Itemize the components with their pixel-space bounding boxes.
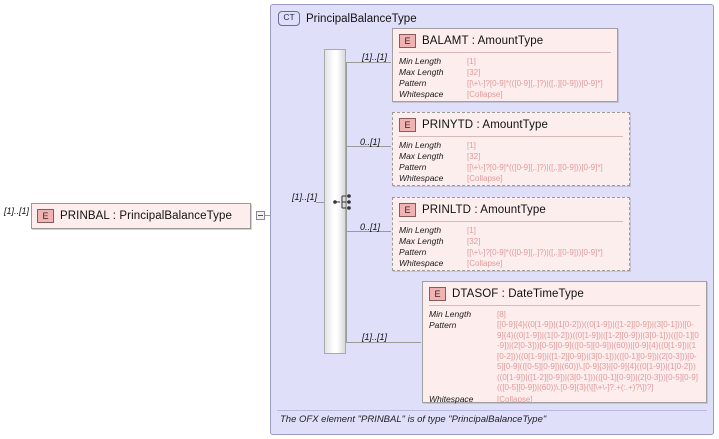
element-icon: E (429, 287, 446, 301)
facet-value-min-length: [8] (497, 310, 506, 319)
element-header-prinltd: E PRINLTD : AmountType (393, 198, 629, 221)
root-element-label: PRINBAL : PrincipalBalanceType (60, 210, 232, 222)
facet-value-min-length: [1] (467, 226, 476, 235)
footer-note: The OFX element "PRINBAL" is of type "Pr… (280, 414, 547, 425)
element-icon: E (399, 34, 416, 48)
collapse-minus-icon[interactable] (256, 211, 265, 220)
header-divider (399, 136, 623, 137)
facet-key-min-length: Min Length (399, 56, 442, 66)
connector-to-prinltd (346, 231, 391, 232)
facet-list-prinytd: Min Length [1] Max Length [32] Pattern [… (393, 137, 629, 188)
facet-key-max-length: Max Length (399, 151, 444, 161)
facet-value-max-length: [32] (467, 237, 481, 246)
facet-list-prinltd: Min Length [1] Max Length [32] Pattern [… (393, 222, 629, 273)
facet-value-pattern: [[\+\-]?[0-9]*(([0-9][,.]?)|([,.][0-9]))… (467, 248, 603, 257)
header-divider (399, 52, 611, 53)
facet-value-whitespace: [Collapse] (467, 90, 503, 99)
complextype-header: CT PrincipalBalanceType (278, 11, 417, 26)
facet-value-whitespace: [Collapse] (497, 394, 533, 404)
facet-value-pattern: [[\+\-]?[0-9]*(([0-9][,.]?)|([,.][0-9]))… (467, 163, 603, 172)
complextype-name: PrincipalBalanceType (306, 12, 417, 25)
facet-value-pattern: [[0-9]{4}((0[1-9])|(1[0-2]))((0[1-9])|([… (497, 320, 699, 392)
facet-value-whitespace: [Collapse] (467, 174, 503, 183)
cardinality-dtasof: [1]..[1] (362, 332, 388, 342)
element-label-prinytd: PRINYTD : AmountType (422, 119, 548, 131)
element-box-balamt[interactable]: E BALAMT : AmountType Min Length [1] Max… (392, 28, 618, 102)
connector-to-balamt (346, 62, 391, 63)
facet-value-min-length: [1] (467, 141, 476, 150)
facet-value-min-length: [1] (467, 57, 476, 66)
element-header-prinytd: E PRINYTD : AmountType (393, 113, 629, 136)
sequence-cardinality: [1]..[1] (292, 192, 318, 202)
facet-value-whitespace: [Collapse] (467, 259, 503, 268)
footer-divider (277, 410, 707, 411)
facet-key-pattern: Pattern (399, 247, 427, 257)
facet-key-min-length: Min Length (399, 140, 442, 150)
facet-key-max-length: Max Length (399, 236, 444, 246)
element-label-balamt: BALAMT : AmountType (422, 35, 544, 47)
element-box-prinytd[interactable]: E PRINYTD : AmountType Min Length [1] Ma… (392, 112, 630, 186)
complextype-icon: CT (278, 11, 300, 26)
connector-trunk (346, 62, 347, 342)
facet-key-pattern: Pattern (399, 162, 427, 172)
facet-key-min-length: Min Length (429, 309, 472, 319)
facet-key-max-length: Max Length (399, 67, 444, 77)
header-divider (399, 221, 623, 222)
cardinality-balamt: [1]..[1] (362, 52, 388, 62)
root-cardinality: [1]..[1] (4, 206, 30, 216)
facet-key-whitespace: Whitespace (399, 258, 444, 268)
element-box-prinltd[interactable]: E PRINLTD : AmountType Min Length [1] Ma… (392, 197, 630, 271)
element-label-dtasof: DTASOF : DateTimeType (452, 288, 584, 300)
facet-list-balamt: Min Length [1] Max Length [32] Pattern [… (393, 53, 617, 104)
element-label-prinltd: PRINLTD : AmountType (422, 204, 546, 216)
facet-key-whitespace: Whitespace (399, 89, 444, 99)
element-header-balamt: E BALAMT : AmountType (393, 29, 617, 52)
connector-container-to-sequence (316, 202, 325, 203)
facet-value-max-length: [32] (467, 152, 481, 161)
facet-value-pattern: [[\+\-]?[0-9]*(([0-9][,.]?)|([,.][0-9]))… (467, 79, 603, 88)
facet-key-min-length: Min Length (399, 225, 442, 235)
element-icon: E (399, 118, 416, 132)
element-box-dtasof[interactable]: E DTASOF : DateTimeType Min Length [8] P… (422, 281, 707, 404)
element-icon: E (37, 209, 54, 223)
cardinality-prinltd: 0..[1] (360, 222, 381, 232)
root-element-prinbal[interactable]: E PRINBAL : PrincipalBalanceType (31, 203, 251, 229)
sequence-icon (333, 193, 355, 211)
header-divider (429, 305, 700, 306)
facet-value-max-length: [32] (467, 68, 481, 77)
connector-to-prinytd (346, 146, 391, 147)
facet-list-dtasof: Min Length [8] Pattern [[0-9]{4}((0[1-9]… (423, 306, 706, 409)
element-header-dtasof: E DTASOF : DateTimeType (423, 282, 706, 305)
facet-key-whitespace: Whitespace (429, 393, 474, 404)
facet-key-pattern: Pattern (399, 78, 427, 88)
element-icon: E (399, 203, 416, 217)
cardinality-prinytd: 0..[1] (360, 137, 381, 147)
facet-key-pattern: Pattern (429, 320, 457, 330)
connector-to-dtasof (346, 342, 421, 343)
facet-key-whitespace: Whitespace (399, 173, 444, 183)
